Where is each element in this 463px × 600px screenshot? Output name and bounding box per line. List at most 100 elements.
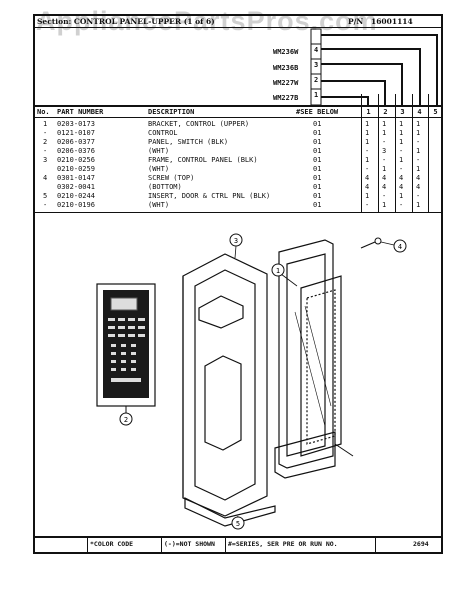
- qty-col-3: -: [399, 165, 404, 173]
- callout-1: [271, 263, 285, 277]
- col-rule-5: [428, 94, 429, 212]
- model-line-2: [321, 80, 386, 105]
- model-matrix-lines: [310, 28, 438, 106]
- model-line-3: [321, 63, 403, 105]
- table-bottom-rule: [35, 212, 441, 213]
- callout-2: [119, 412, 133, 426]
- row-number: 4: [43, 174, 48, 182]
- qty-col-2: -: [382, 192, 387, 200]
- pn-value: 16001114: [371, 17, 413, 26]
- part-description: FRAME, CONTROL PANEL (BLK): [148, 156, 258, 164]
- see-below-ref: 01: [313, 174, 322, 182]
- part-number: 0206-0377: [57, 138, 95, 146]
- qty-col-1: 4: [365, 183, 370, 191]
- model-label-1: WM227B: [273, 94, 299, 102]
- table-row: -0210-0196(WHT)01-1-1: [35, 201, 441, 210]
- model-num-2: 2: [314, 76, 319, 84]
- part-number: 0206-0376: [57, 147, 95, 155]
- qty-col-1: 1: [365, 156, 370, 164]
- qty-col-2: 4: [382, 183, 387, 191]
- qty-col-1: 1: [365, 192, 370, 200]
- bracket-drawing: [274, 239, 342, 479]
- callout-2-label: 2: [124, 416, 128, 424]
- col-header-1: 1: [366, 108, 371, 116]
- model-num-4: 4: [314, 46, 319, 54]
- model-line-4: [321, 48, 421, 105]
- model-label-4: WM236W: [273, 48, 299, 56]
- col-rule-1: [361, 94, 362, 212]
- model-num-3: 3: [314, 61, 319, 69]
- see-below-ref: 01: [313, 120, 322, 128]
- footer-color-code: *COLOR CODE: [90, 540, 134, 548]
- qty-col-2: 1: [382, 120, 387, 128]
- qty-col-4: 4: [416, 174, 421, 182]
- part-description: (WHT): [148, 201, 170, 209]
- section-title: Section: CONTROL PANEL-UPPER (1 of 6): [37, 17, 215, 26]
- qty-col-1: 1: [365, 129, 370, 137]
- col-rule-2: [378, 94, 379, 212]
- qty-col-3: 1: [399, 120, 404, 128]
- see-below-ref: 01: [313, 156, 322, 164]
- frame-drawing: [182, 253, 268, 517]
- qty-col-4: 1: [416, 201, 421, 209]
- part-description: PANEL, SWITCH (BLK): [148, 138, 229, 146]
- qty-col-4: 1: [416, 165, 421, 173]
- see-below-ref: 01: [313, 183, 322, 191]
- qty-col-2: -: [382, 138, 387, 146]
- part-number: 0302-0041: [57, 183, 95, 191]
- callout-5: [231, 516, 245, 530]
- footer-page-number: 2694: [413, 540, 429, 548]
- qty-col-3: 1: [399, 156, 404, 164]
- col-header-3: 3: [400, 108, 405, 116]
- parts-sheet: Section: CONTROL PANEL-UPPER (1 of 6) P/…: [33, 14, 443, 554]
- part-number: 0210-0244: [57, 192, 95, 200]
- exploded-diagram: 3 1 4 2 5: [96, 233, 407, 530]
- qty-col-2: 1: [382, 201, 387, 209]
- row-number: 1: [43, 120, 48, 128]
- qty-col-4: -: [416, 192, 421, 200]
- qty-col-3: 1: [399, 129, 404, 137]
- qty-col-2: 1: [382, 165, 387, 173]
- qty-col-4: -: [416, 156, 421, 164]
- see-below-ref: 01: [313, 138, 322, 146]
- model-line-1: [321, 96, 369, 105]
- part-description: (WHT): [148, 147, 170, 155]
- col-header-no: No.: [37, 108, 50, 116]
- table-row: -0206-0376(WHT)01-3-1: [35, 147, 441, 156]
- model-line-5: [321, 34, 438, 105]
- qty-col-1: -: [365, 165, 370, 173]
- row-number: 2: [43, 138, 48, 146]
- footer-series: #=SERIES, SER PRE OR RUN NO.: [228, 540, 338, 548]
- qty-col-2: 3: [382, 147, 387, 155]
- table-top-rule: [35, 105, 441, 107]
- part-description: SCREW (TOP): [148, 174, 195, 182]
- col-header-see-below: #SEE BELOW: [296, 108, 339, 116]
- part-description: (WHT): [148, 165, 170, 173]
- qty-col-3: 4: [399, 183, 404, 191]
- part-description: (BOTTOM): [148, 183, 182, 191]
- col-header-desc: DESCRIPTION: [148, 108, 195, 116]
- qty-col-1: -: [365, 201, 370, 209]
- header-bottom-rule: [35, 117, 441, 118]
- col-rule-3: [395, 94, 396, 212]
- qty-col-1: -: [365, 147, 370, 155]
- insert-drawing: [184, 497, 276, 527]
- see-below-ref: 01: [313, 201, 322, 209]
- col-header-2: 2: [383, 108, 388, 116]
- col-rule-4: [412, 94, 413, 212]
- callout-4-label: 4: [398, 243, 402, 251]
- callout-3-label: 3: [234, 237, 238, 245]
- qty-col-1: 1: [365, 138, 370, 146]
- see-below-ref: 01: [313, 165, 322, 173]
- row-number: -: [43, 129, 48, 137]
- qty-col-1: 1: [365, 120, 370, 128]
- part-description: CONTROL: [148, 129, 178, 137]
- footer-not-shown: (-)=NOT SHOWN: [164, 540, 215, 548]
